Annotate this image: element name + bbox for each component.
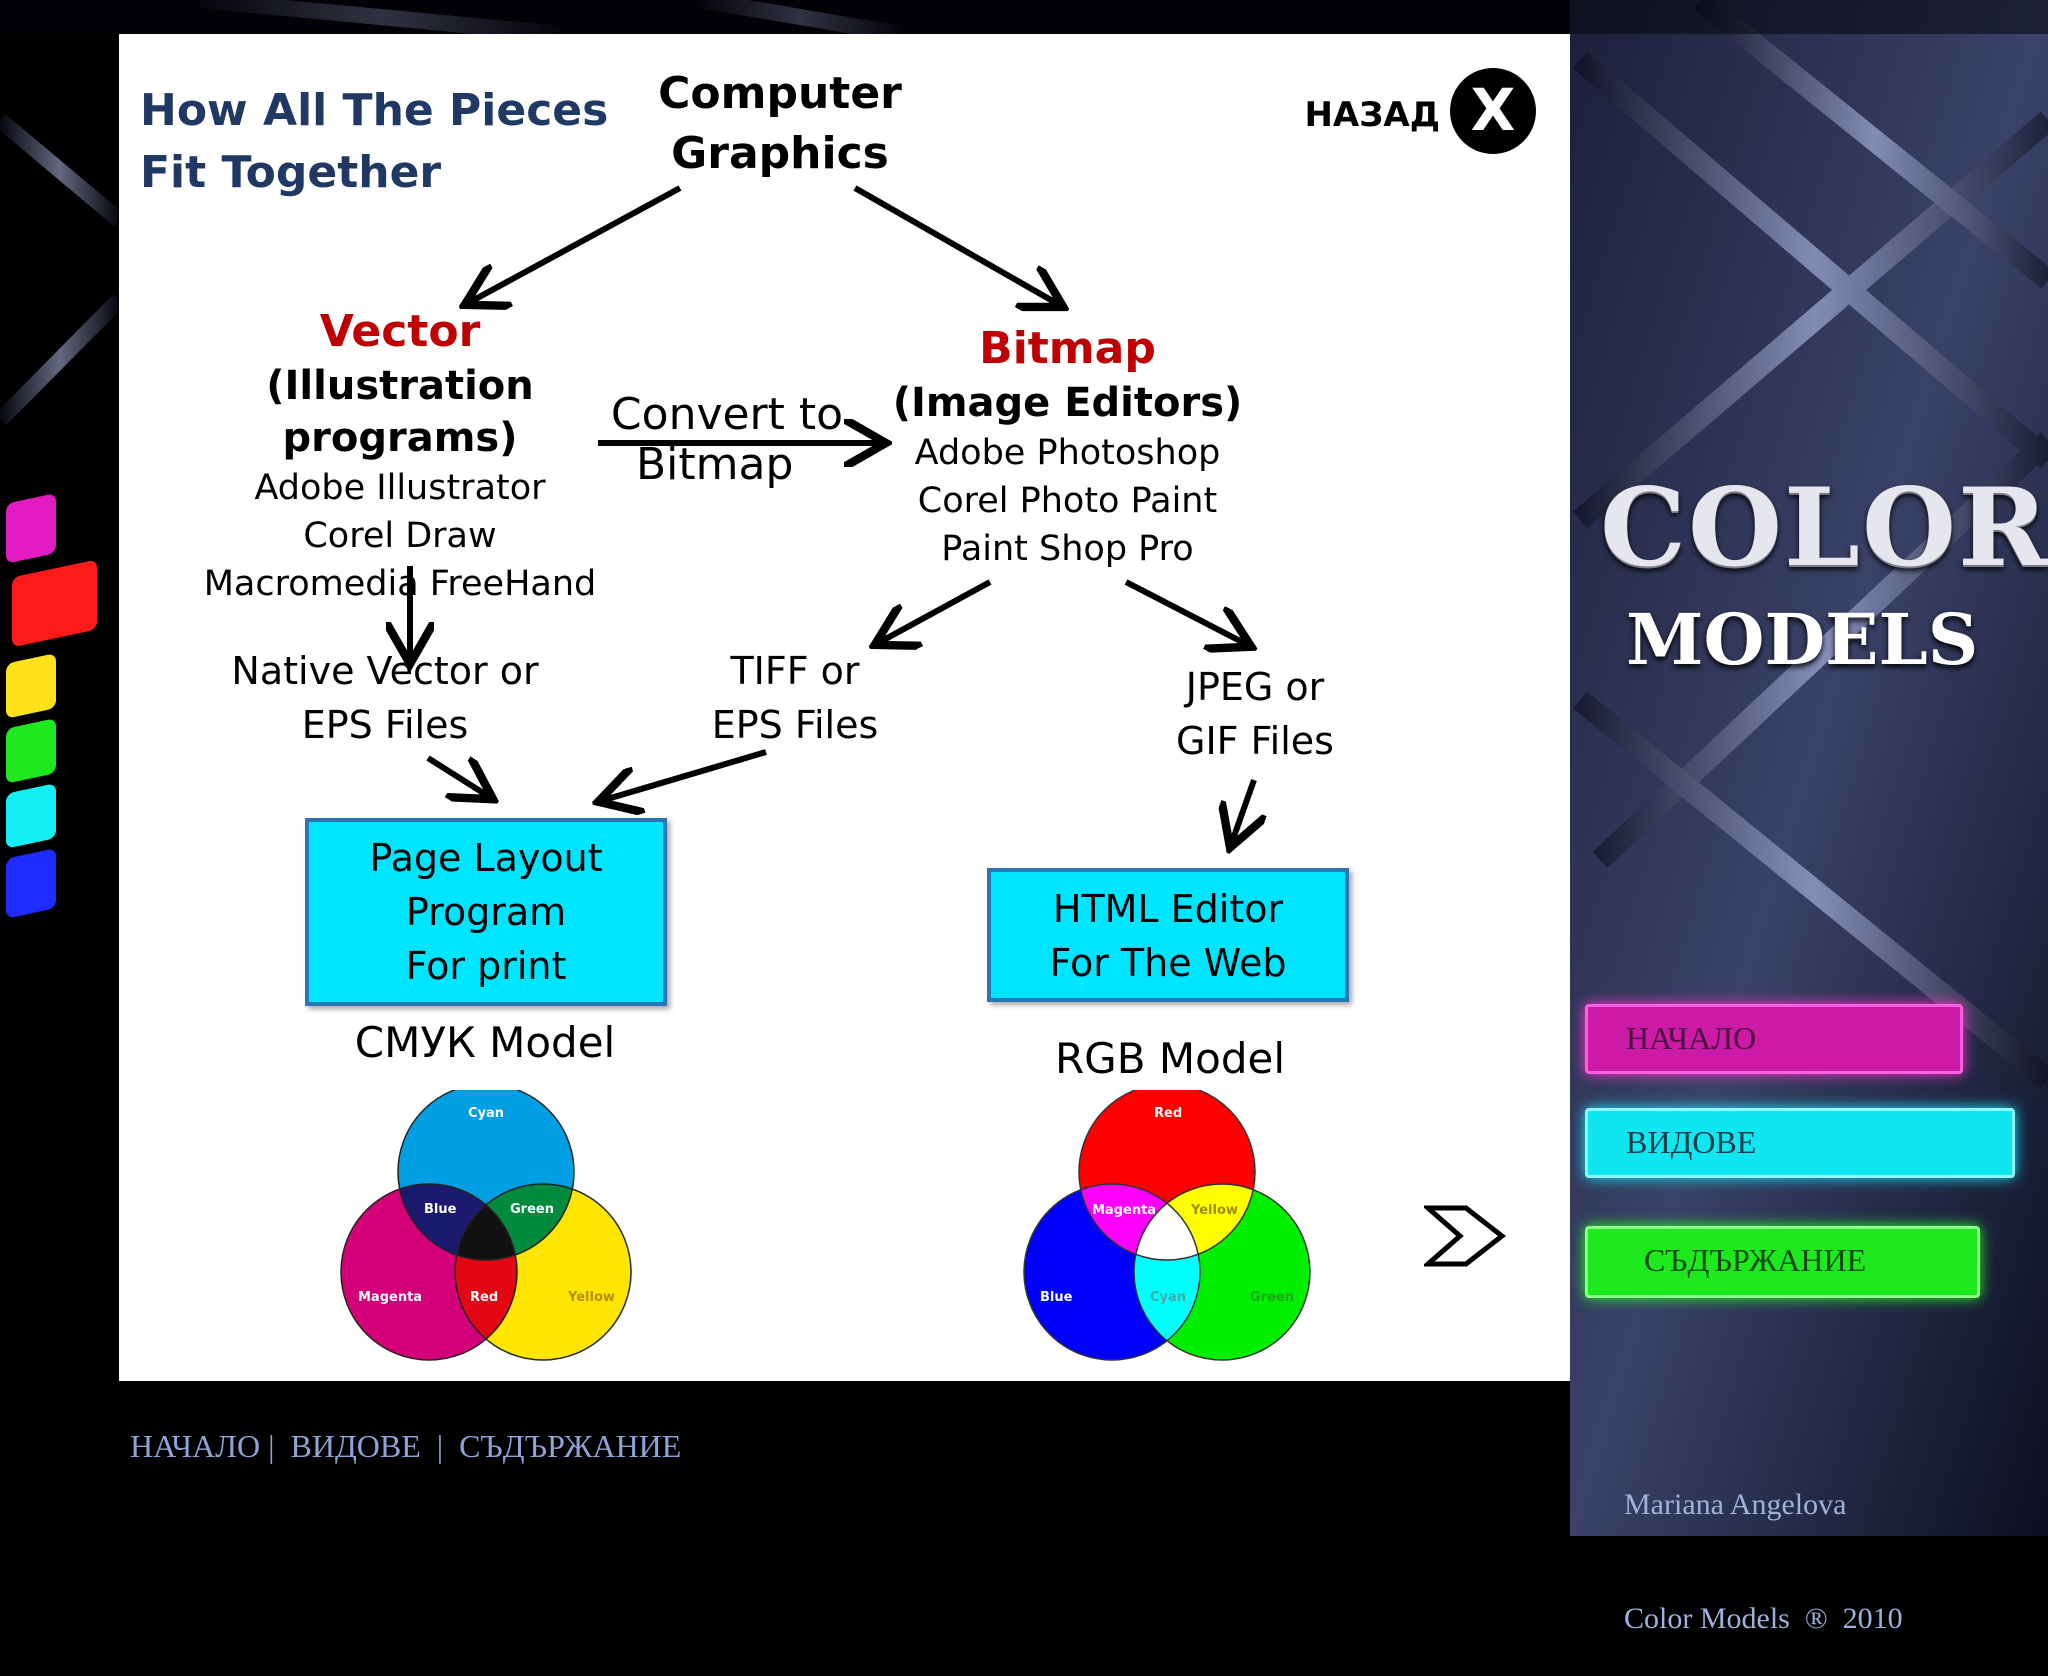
cmyk-green-label: Green [510, 1202, 554, 1217]
page-title-line-2: Fit Together [140, 147, 442, 198]
rgb-blue-label: Blue [1040, 1290, 1073, 1305]
convert-label-line-2: Bitmap [636, 439, 794, 490]
root-node: Computer Graphics [630, 64, 930, 184]
rgb-model-label: RGB Model [1055, 1034, 1285, 1083]
jpeg-files-line-2: GIF Files [1176, 719, 1334, 763]
footer-contents-link[interactable]: СЪДЪРЖАНИЕ [459, 1428, 682, 1464]
bitmap-heading: Bitmap [979, 323, 1156, 374]
credit-author: Mariana Angelova [1624, 1488, 1847, 1521]
bitmap-subheading: (Image Editors) [892, 380, 1243, 426]
native-files-line-1: Native Vector or [231, 649, 539, 693]
cmyk-yellow-label: Yellow [567, 1290, 615, 1305]
page-layout-line: For print [405, 944, 567, 988]
rgb-magenta-label: Magenta [1092, 1203, 1156, 1218]
footer-nav: НАЧАЛО | ВИДОВЕ | СЪДЪРЖАНИЕ [130, 1428, 682, 1464]
brand-subtitle: MODELS [1626, 598, 1979, 681]
cmyk-model-label: СМУК Model [354, 1018, 616, 1067]
vector-program: Macromedia FreeHand [203, 564, 597, 604]
rgb-venn-diagram: Red Magenta Yellow Blue Cyan Green [1023, 1090, 1311, 1361]
page-layout-line: Page Layout [369, 836, 603, 880]
native-files-label: Native Vector or EPS Files [220, 644, 550, 752]
rgb-red-label: Red [1154, 1106, 1182, 1121]
root-node-line-2: Graphics [671, 128, 889, 179]
root-node-line-1: Computer [658, 68, 902, 119]
vector-heading: Vector [319, 306, 481, 357]
diagram-panel [119, 34, 1570, 1381]
arrow-bitmap-to-jpeg [1124, 579, 1246, 644]
page-title-line-1: How All The Pieces [140, 85, 609, 136]
arrow-tiff-to-layout [604, 749, 767, 800]
arrow-native-to-layout [426, 755, 488, 796]
arrow-root-to-vector [470, 185, 682, 302]
vector-node: Vector (Illustration programs) Adobe Ill… [170, 304, 630, 608]
nav-contents-button[interactable]: СЪДЪРЖАНИЕ [1585, 1226, 1980, 1298]
brand-title: COLOR [1600, 465, 2048, 591]
flow-arrows [0, 185, 2048, 1536]
convert-label-line-1: Convert to [610, 389, 844, 440]
next-arrow-icon[interactable] [1424, 1204, 1508, 1268]
tiff-files-label: TIFF or EPS Files [680, 644, 910, 752]
credit: Mariana Angelova Color Models ® 2010 [1624, 1410, 1903, 1676]
vector-subheading: (Illustration programs) [266, 363, 534, 461]
jpeg-files-line-1: JPEG or [1185, 665, 1325, 709]
cmyk-blue-label: Blue [424, 1202, 457, 1217]
tiff-files-line-2: EPS Files [711, 703, 879, 747]
convert-label: Convert to Bitmap [602, 390, 852, 490]
footer-types-link[interactable]: ВИДОВЕ [290, 1428, 421, 1464]
cmyk-red-label: Red [470, 1290, 498, 1305]
cmyk-magenta-label: Magenta [358, 1290, 422, 1305]
tiff-files-line-1: TIFF or [730, 649, 860, 693]
rgb-yellow-label: Yellow [1190, 1203, 1238, 1218]
html-editor-line: For The Web [1049, 941, 1287, 985]
page-title: How All The Pieces Fit Together [140, 80, 640, 204]
bitmap-program: Corel Photo Paint [917, 481, 1218, 521]
arrow-jpeg-to-html [1232, 778, 1254, 842]
bitmap-node: Bitmap (Image Editors) Adobe Photoshop C… [880, 321, 1255, 573]
vector-program: Corel Draw [303, 516, 497, 556]
rgb-green-label: Green [1250, 1290, 1294, 1305]
rgb-cyan-label: Cyan [1150, 1290, 1186, 1305]
bitmap-program: Adobe Photoshop [914, 433, 1221, 473]
arrow-bitmap-to-tiff [880, 579, 992, 642]
close-button[interactable]: X [1450, 68, 1536, 154]
cmyk-venn-diagram: Cyan Blue Green Magenta Red Yellow [340, 1090, 632, 1361]
arrow-root-to-bitmap [853, 185, 1058, 304]
cmyk-cyan-label: Cyan [468, 1106, 504, 1121]
nav-types-button[interactable]: ВИДОВЕ [1585, 1108, 2015, 1178]
credit-copyright: Color Models ® 2010 [1624, 1602, 1903, 1635]
back-link[interactable]: НАЗАД [1304, 95, 1440, 135]
page-layout-line: Program [405, 890, 567, 934]
html-editor-box: HTML Editor For The Web [987, 868, 1349, 1002]
html-editor-line: HTML Editor [1052, 887, 1284, 931]
native-files-line-2: EPS Files [301, 703, 469, 747]
jpeg-files-label: JPEG or GIF Files [1140, 660, 1370, 768]
vector-program: Adobe Illustrator [254, 468, 546, 508]
bitmap-program: Paint Shop Pro [941, 529, 1194, 569]
nav-home-button[interactable]: НАЧАЛО [1585, 1004, 1963, 1074]
page-layout-box: Page Layout Program For print [305, 818, 667, 1006]
footer-home-link[interactable]: НАЧАЛО [130, 1428, 261, 1464]
